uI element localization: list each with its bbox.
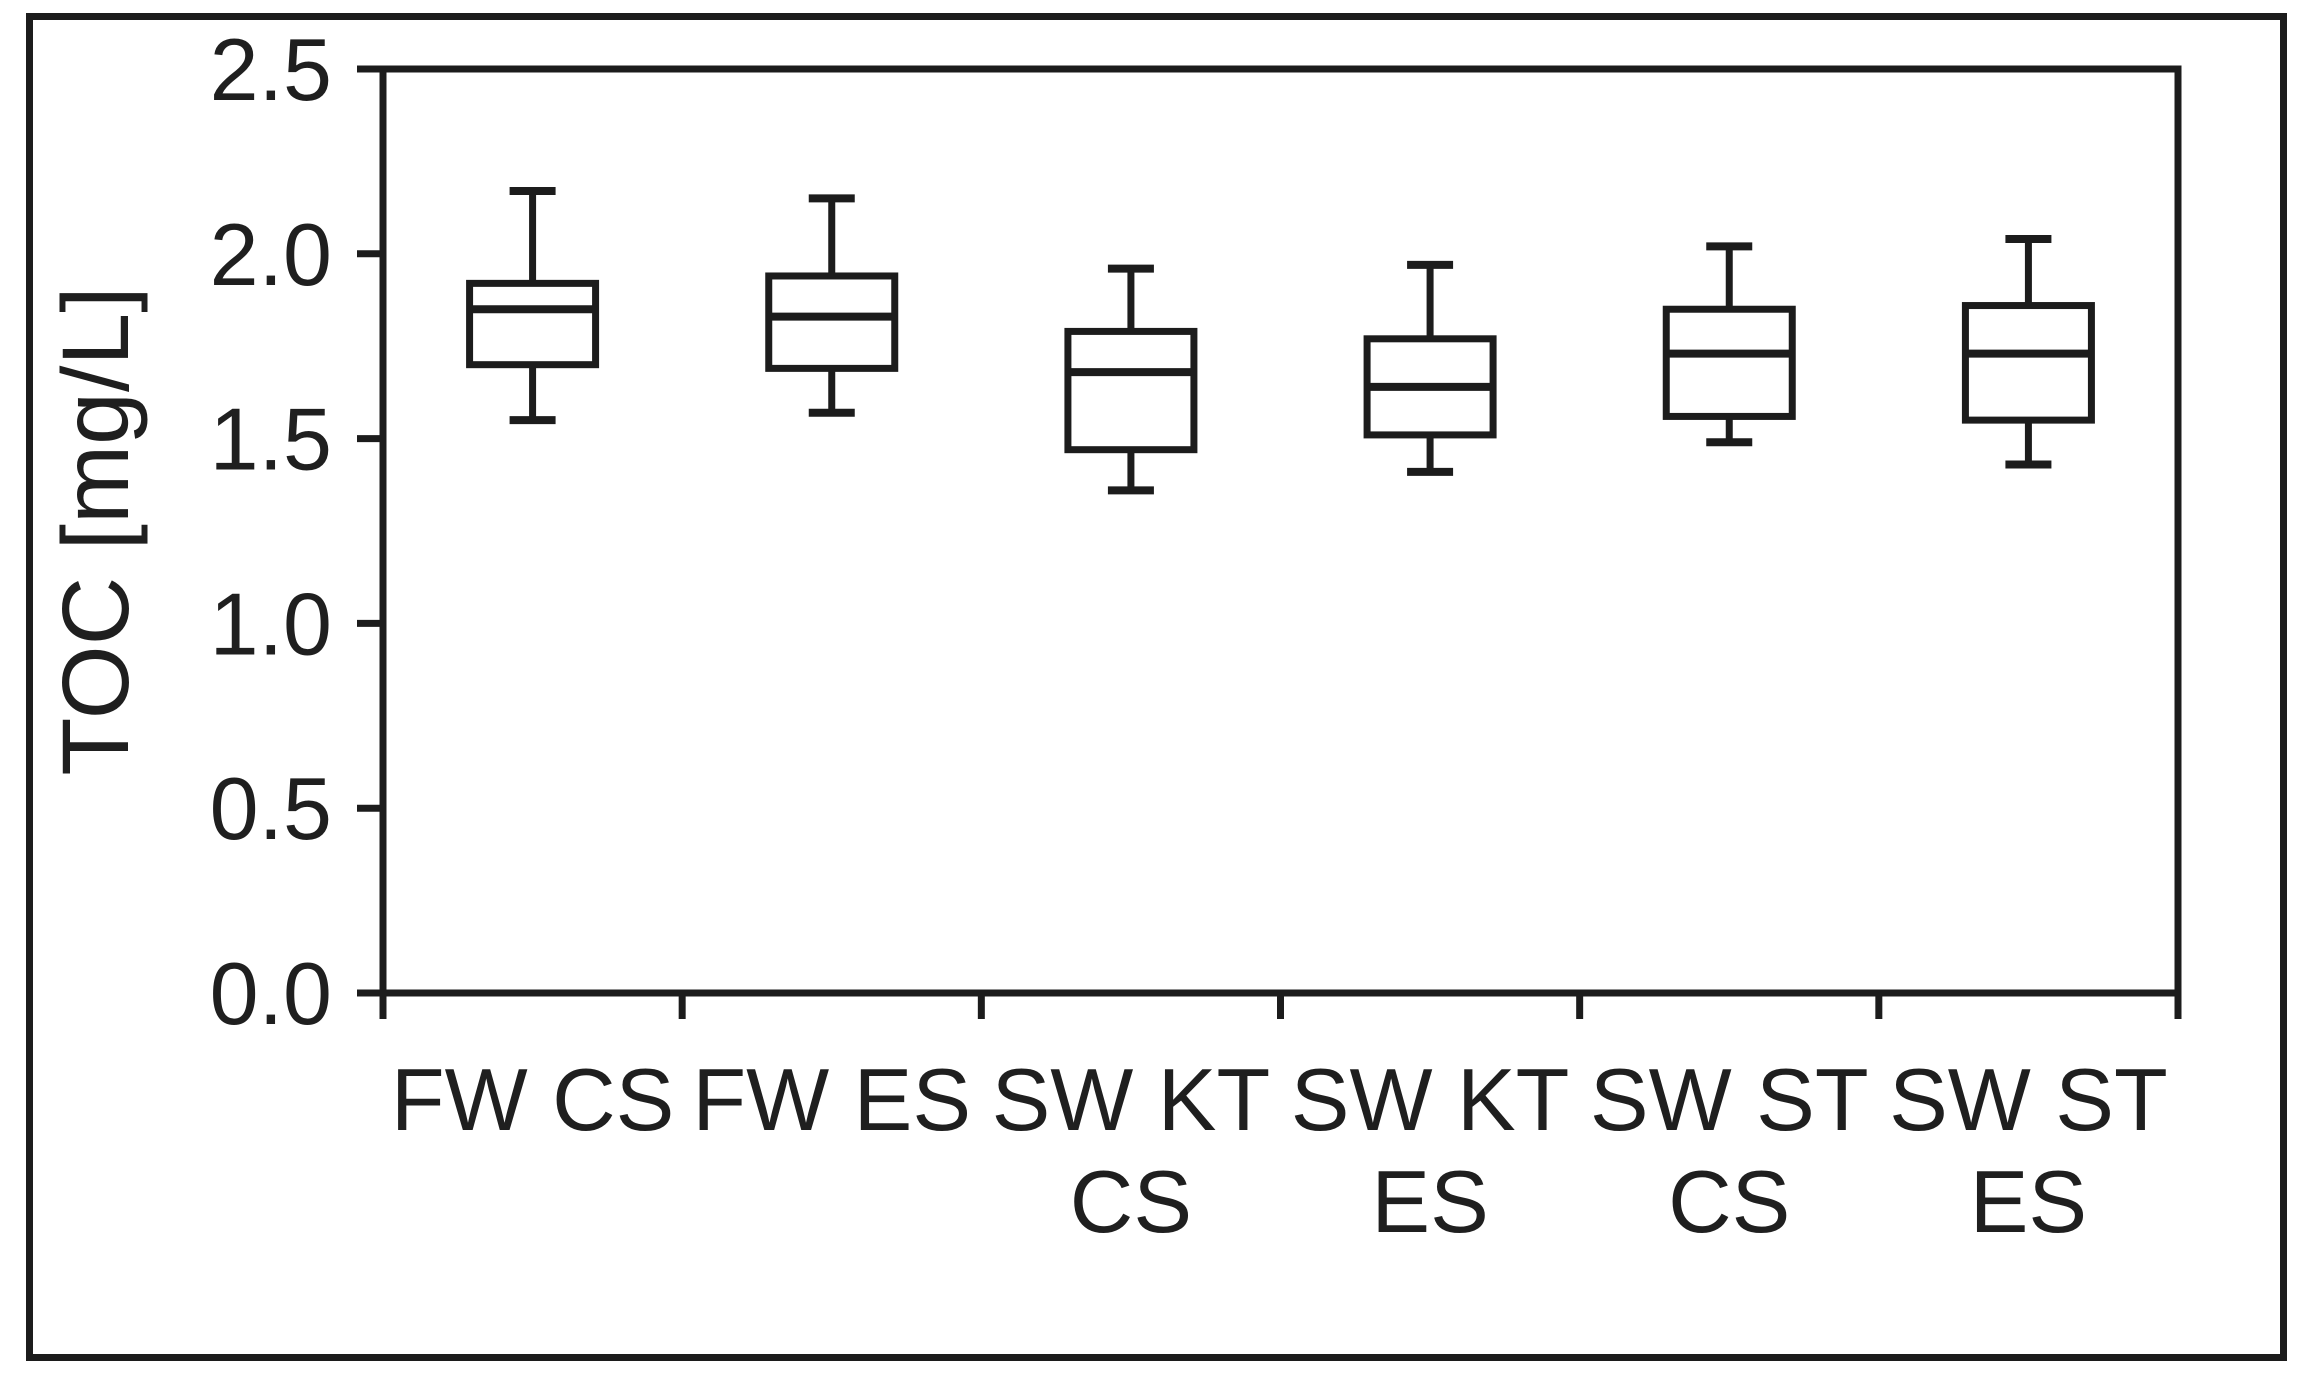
y-axis-ticks: 0.0 0.5 1.0 1.5 2.0 2.5 <box>210 20 383 1043</box>
box-series <box>466 186 2095 495</box>
y-tick-label: 1.5 <box>210 390 332 489</box>
y-tick-label: 0.5 <box>210 759 332 858</box>
figure-border <box>26 13 2287 1361</box>
category-label: SW ST <box>1590 1050 1869 1149</box>
y-tick-label: 0.0 <box>210 944 332 1043</box>
category-label: ES <box>1371 1152 1488 1251</box>
category-label: SW KT <box>1291 1050 1570 1149</box>
category-label: CS <box>1070 1152 1192 1251</box>
category-label: SW KT <box>992 1050 1271 1149</box>
iqr-box <box>765 272 899 372</box>
iqr-box <box>1662 305 1796 420</box>
category-label: CS <box>1668 1152 1790 1251</box>
x-axis-ticks <box>379 993 2182 1019</box>
box-plot-fw-cs <box>466 186 600 425</box>
plot-area <box>379 65 2182 997</box>
category-label: ES <box>1970 1152 2087 1251</box>
iqr-box <box>466 279 600 369</box>
y-tick-label: 2.5 <box>210 20 332 119</box>
category-label: FW CS <box>391 1050 675 1149</box>
box-plot-sw-kt-es <box>1363 260 1497 476</box>
category-label: FW ES <box>692 1050 971 1149</box>
iqr-box <box>1961 302 2095 424</box>
box-plot-sw-kt-cs <box>1064 264 1198 495</box>
box-plot-sw-st-cs <box>1662 242 1796 447</box>
y-tick-label: 2.0 <box>210 205 332 304</box>
box-plot-fw-es <box>765 194 899 417</box>
box-plot-sw-st-es <box>1961 235 2095 469</box>
y-axis-title: TOC [mg/L] <box>43 286 149 775</box>
iqr-box <box>1064 327 1198 454</box>
category-label: SW ST <box>1889 1050 2168 1149</box>
y-tick-label: 1.0 <box>210 574 332 673</box>
